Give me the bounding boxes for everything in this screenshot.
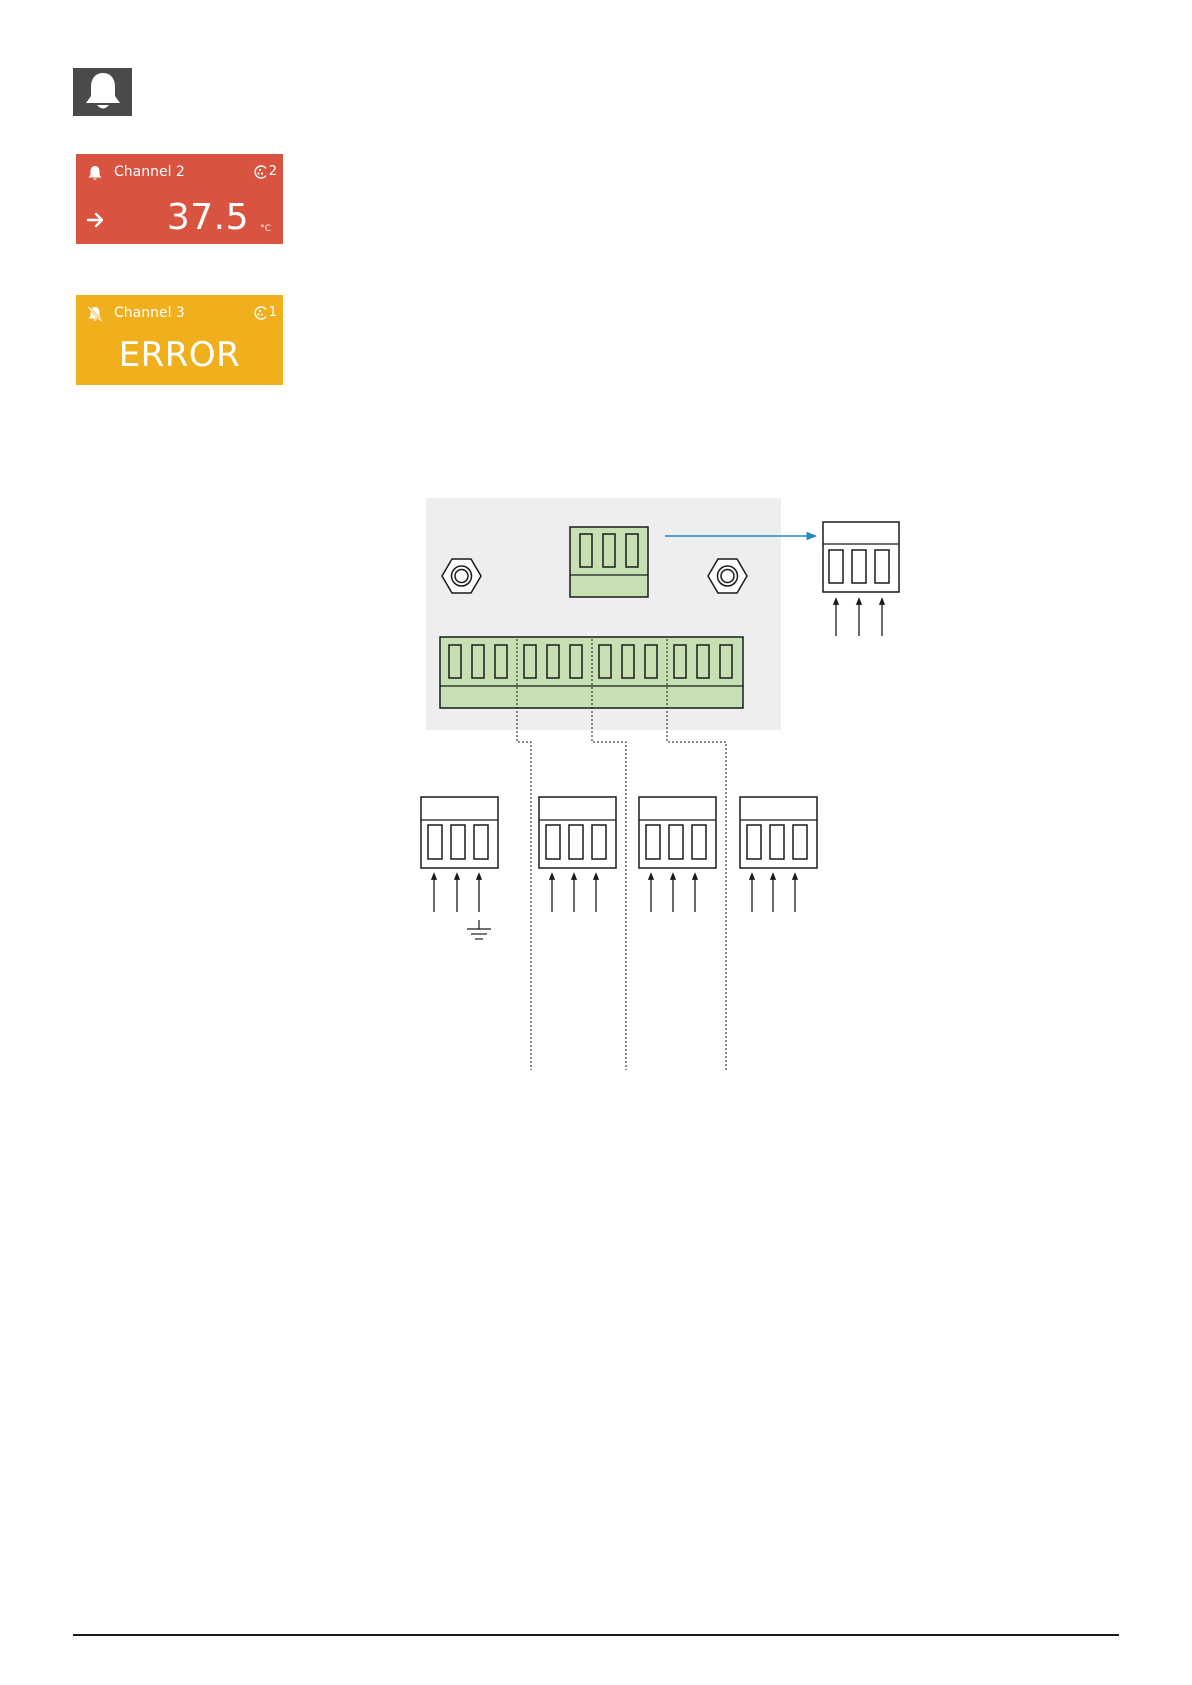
connector-3: [639, 797, 716, 912]
footer-divider: [73, 1634, 1119, 1636]
output-connector: [823, 522, 899, 636]
ground-icon: [467, 920, 491, 939]
wiring-diagram: [0, 0, 1192, 1100]
connector-1: [421, 797, 498, 939]
connector-2: [539, 797, 616, 912]
connector-4: [740, 797, 817, 912]
device-output-terminal: [570, 527, 648, 597]
